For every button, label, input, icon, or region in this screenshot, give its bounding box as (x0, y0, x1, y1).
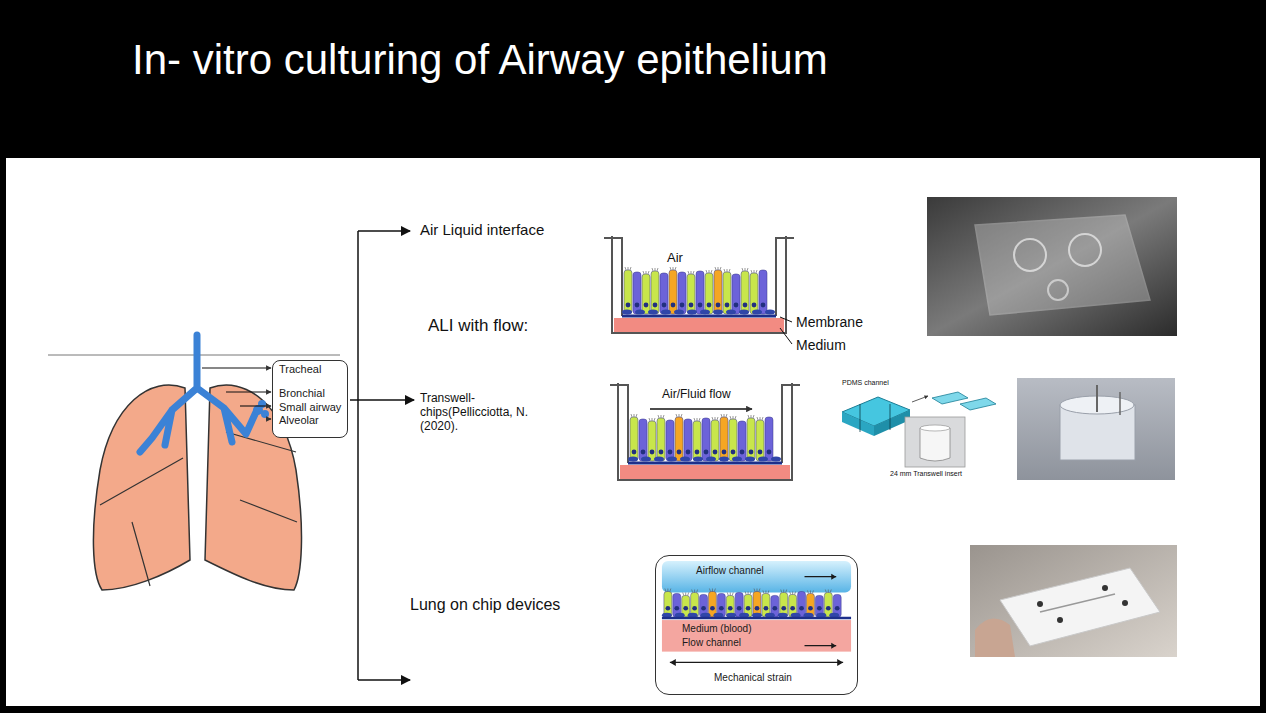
lung-illustration (48, 335, 340, 590)
transwell-diagram (604, 236, 794, 344)
branch-bracket (350, 231, 414, 680)
box-text: Mechanical strain (714, 672, 792, 684)
region-list-box: TrachealBronchialSmall airwayAlveolar (272, 360, 348, 438)
part-label: Membrane (796, 314, 863, 330)
box-text: Alveolar (279, 414, 319, 427)
transwell-flow-diagram (610, 383, 800, 480)
box-text: Flow channel (682, 637, 741, 649)
box-text: Medium (blood) (682, 623, 751, 635)
lung-chip-box: Airflow channelMedium (blood) Flow channe… (655, 555, 858, 695)
chip-schematic (842, 392, 996, 467)
photo-lung-chip (970, 545, 1177, 657)
citation-note: Transwell- chips(Pellicciotta, N. (2020)… (420, 392, 538, 433)
method-label: Air Liquid interface (420, 221, 544, 238)
box-text: Small airway (279, 401, 341, 414)
method-label: ALI with flow: (428, 316, 528, 336)
box-text: Bronchial (279, 387, 325, 400)
box-text: Airflow channel (696, 565, 764, 577)
method-label: Lung on chip devices (410, 596, 560, 614)
photo-transwell-chip (1017, 378, 1175, 480)
flow-arrow (650, 408, 752, 409)
air-label: Air (667, 251, 683, 266)
photo-device (927, 197, 1177, 336)
part-label: 24 mm Transwell insert (890, 470, 962, 478)
box-text: Tracheal (279, 363, 321, 376)
part-label: Medium (796, 337, 846, 353)
part-label: PDMS channel (842, 379, 889, 387)
flow-label: Air/Fluid flow (662, 388, 731, 402)
slide-title: In- vitro culturing of Airway epithelium (132, 36, 828, 84)
